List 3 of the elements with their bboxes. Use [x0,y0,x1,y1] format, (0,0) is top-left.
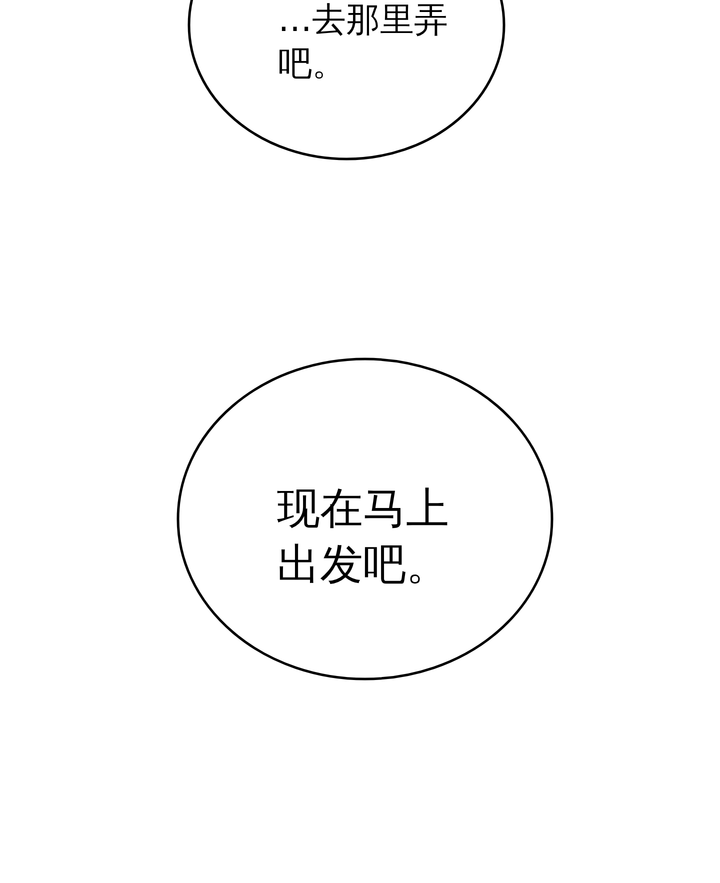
speech-bubble [177,358,553,680]
dialogue-text: 现在马上出发吧。 [277,483,450,592]
dialogue-text: …去那里弄吧。 [278,0,449,86]
